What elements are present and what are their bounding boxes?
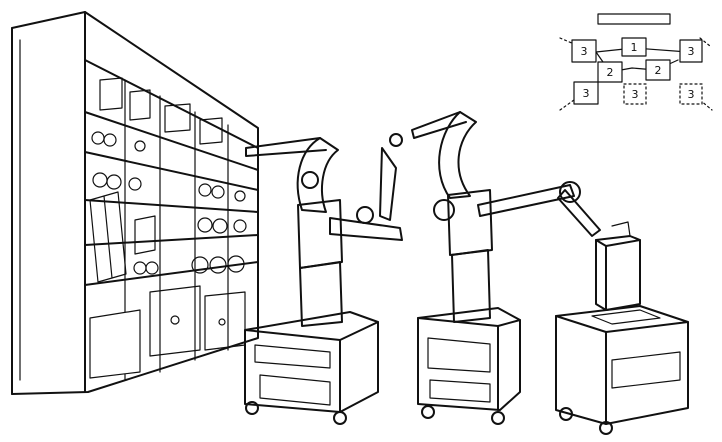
layout-cell: 3 <box>571 39 597 63</box>
svg-text:2: 2 <box>655 64 662 77</box>
layout-cell: 3 <box>679 83 703 105</box>
svg-text:1: 1 <box>631 41 638 54</box>
svg-text:3: 3 <box>688 88 695 101</box>
svg-text:2: 2 <box>607 66 614 79</box>
layout-cell: 3 <box>573 81 599 105</box>
machine-station-right <box>555 221 689 435</box>
layout-cell: 3 <box>623 83 647 105</box>
layout-key-diagram: 3 1 3 2 2 3 3 3 <box>559 13 713 111</box>
layout-cell: 2 <box>597 61 623 83</box>
robot-arm-left <box>244 137 403 425</box>
layout-key-title-bar <box>597 13 671 25</box>
layout-cell: 3 <box>679 39 703 63</box>
layout-cell: 2 <box>645 59 671 81</box>
svg-text:3: 3 <box>581 45 588 58</box>
svg-text:3: 3 <box>688 45 695 58</box>
svg-text:3: 3 <box>632 88 639 101</box>
storage-shelf-unit <box>11 11 259 395</box>
layout-cell: 1 <box>621 37 647 57</box>
robot-arm-middle <box>389 111 601 425</box>
svg-text:3: 3 <box>583 87 590 100</box>
